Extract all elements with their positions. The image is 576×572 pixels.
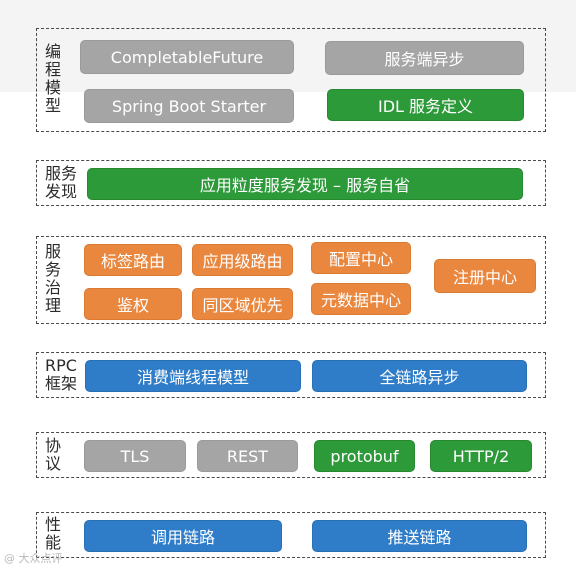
box-full-link-async: 全链路异步 — [312, 360, 527, 392]
layer-rpc-framework — [36, 352, 546, 398]
layer-label-programming-model: 编 程 模 型 — [44, 42, 61, 115]
box-consumer-thread-model: 消费端线程模型 — [85, 360, 301, 392]
watermark: @ 大众点评 — [4, 552, 63, 565]
box-push-path: 推送链路 — [312, 520, 527, 552]
box-tls: TLS — [84, 440, 186, 472]
box-app-level-routing: 应用级路由 — [192, 244, 293, 276]
layer-service-discovery — [36, 160, 546, 206]
box-authentication: 鉴权 — [84, 288, 182, 320]
box-registry-center: 注册中心 — [434, 259, 536, 293]
layer-label-protocol: 协 议 — [44, 436, 61, 473]
box-tag-routing: 标签路由 — [84, 244, 182, 276]
box-spring-boot-starter: Spring Boot Starter — [84, 89, 294, 123]
layer-protocol — [36, 432, 546, 478]
box-invocation-path: 调用链路 — [84, 520, 282, 552]
box-http2: HTTP/2 — [430, 440, 532, 472]
layer-performance — [36, 512, 546, 558]
layer-label-rpc-framework: RPC 框架 — [44, 356, 77, 393]
box-rest: REST — [197, 440, 298, 472]
layer-programming-model — [36, 28, 546, 132]
box-app-level-service-discovery: 应用粒度服务发现 – 服务自省 — [87, 168, 523, 200]
box-protobuf: protobuf — [314, 440, 415, 472]
layer-label-performance: 性 能 — [44, 515, 61, 552]
box-config-center: 配置中心 — [311, 242, 411, 274]
box-server-async: 服务端异步 — [325, 41, 524, 75]
layer-service-governance — [36, 236, 546, 324]
box-idl-service-definition: IDL 服务定义 — [327, 89, 524, 121]
box-metadata-center: 元数据中心 — [311, 283, 411, 315]
layer-label-service-discovery: 服务 发现 — [44, 164, 77, 201]
box-completablefuture: CompletableFuture — [80, 40, 294, 74]
layer-label-service-governance: 服 务 治 理 — [44, 242, 61, 315]
box-same-zone-priority: 同区域优先 — [192, 288, 293, 320]
